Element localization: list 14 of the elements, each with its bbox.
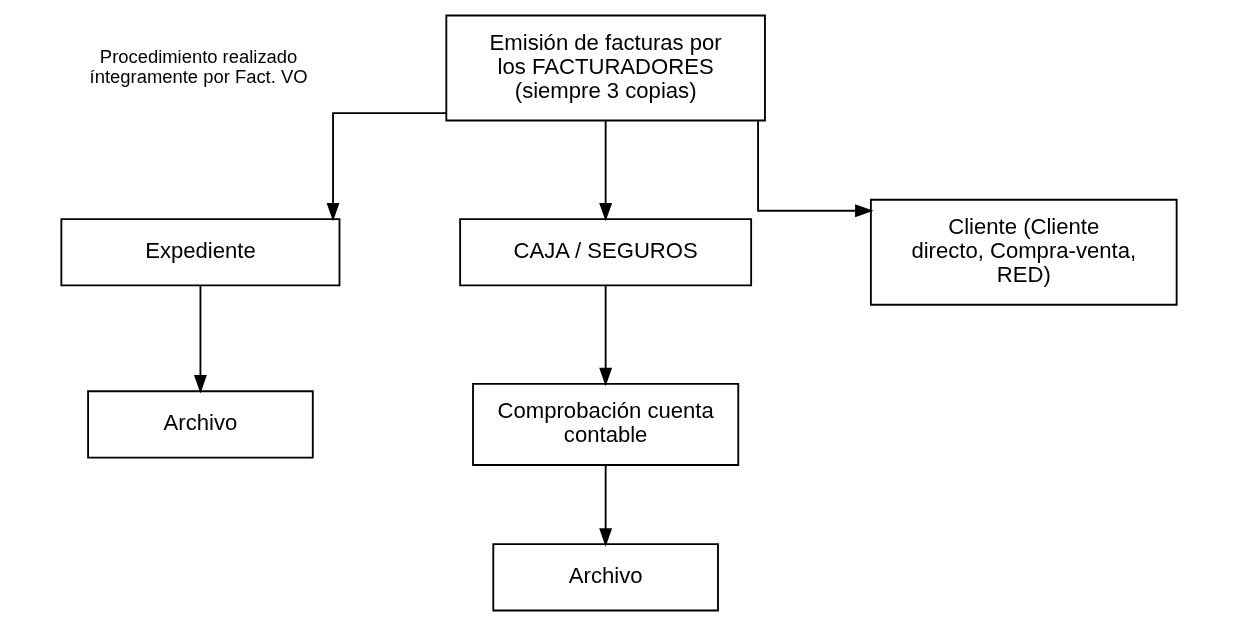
node-box: CAJA / SEGUROS	[459, 218, 753, 287]
node-box: Archivo	[492, 543, 719, 612]
arrow	[599, 284, 613, 387]
arrow	[599, 464, 613, 547]
arrow	[193, 284, 207, 394]
arrow	[326, 112, 448, 222]
arrow	[599, 119, 613, 222]
node-box: Archivo	[87, 390, 314, 459]
arrow	[757, 120, 874, 218]
node-box: Comprobación cuenta contable	[472, 383, 740, 466]
node-box: Cliente (Cliente directo, Compra-venta, RED)	[869, 198, 1178, 306]
node-box: Emisión de facturas por los FACTURADORES (siempre 3 copias)	[445, 14, 766, 122]
label: Procedimiento realizado íntegramente por Fact. VO	[89, 45, 308, 87]
node-box: Expediente	[60, 218, 341, 287]
